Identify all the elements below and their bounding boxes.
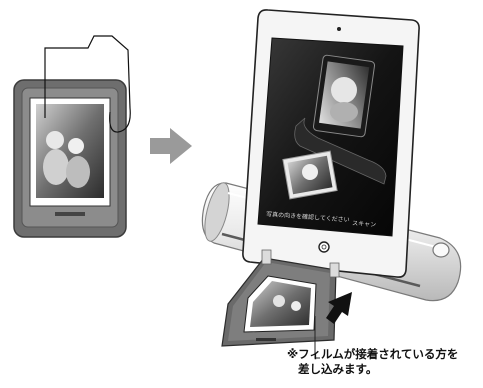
caption-line-1: ※フィルムが接着されている方を bbox=[287, 347, 459, 361]
power-button bbox=[432, 242, 450, 258]
caption-leader-line bbox=[314, 316, 320, 359]
film-holder-inserted bbox=[221, 249, 340, 347]
home-button-icon bbox=[318, 241, 330, 253]
screen-scan-label: スキャン bbox=[352, 220, 376, 229]
film-holder-left bbox=[13, 35, 131, 238]
instruction-caption: ※フィルムが接着されている方を 差し込みます。 bbox=[287, 347, 477, 377]
screen-thumbnail-photo bbox=[282, 150, 338, 200]
camera-icon bbox=[337, 27, 341, 31]
scanner-end-cap bbox=[204, 182, 230, 242]
holder-slot bbox=[55, 212, 85, 216]
holder-photo-people bbox=[43, 131, 90, 188]
screen-scanner-graphic bbox=[294, 54, 387, 185]
caption-line-2: 差し込みます。 bbox=[298, 362, 378, 376]
up-arrow-icon bbox=[326, 292, 352, 324]
tablet: 写真の向きを確認してください スキャン bbox=[242, 9, 420, 278]
film-loop-line bbox=[44, 35, 131, 133]
right-arrow-icon bbox=[150, 128, 192, 164]
